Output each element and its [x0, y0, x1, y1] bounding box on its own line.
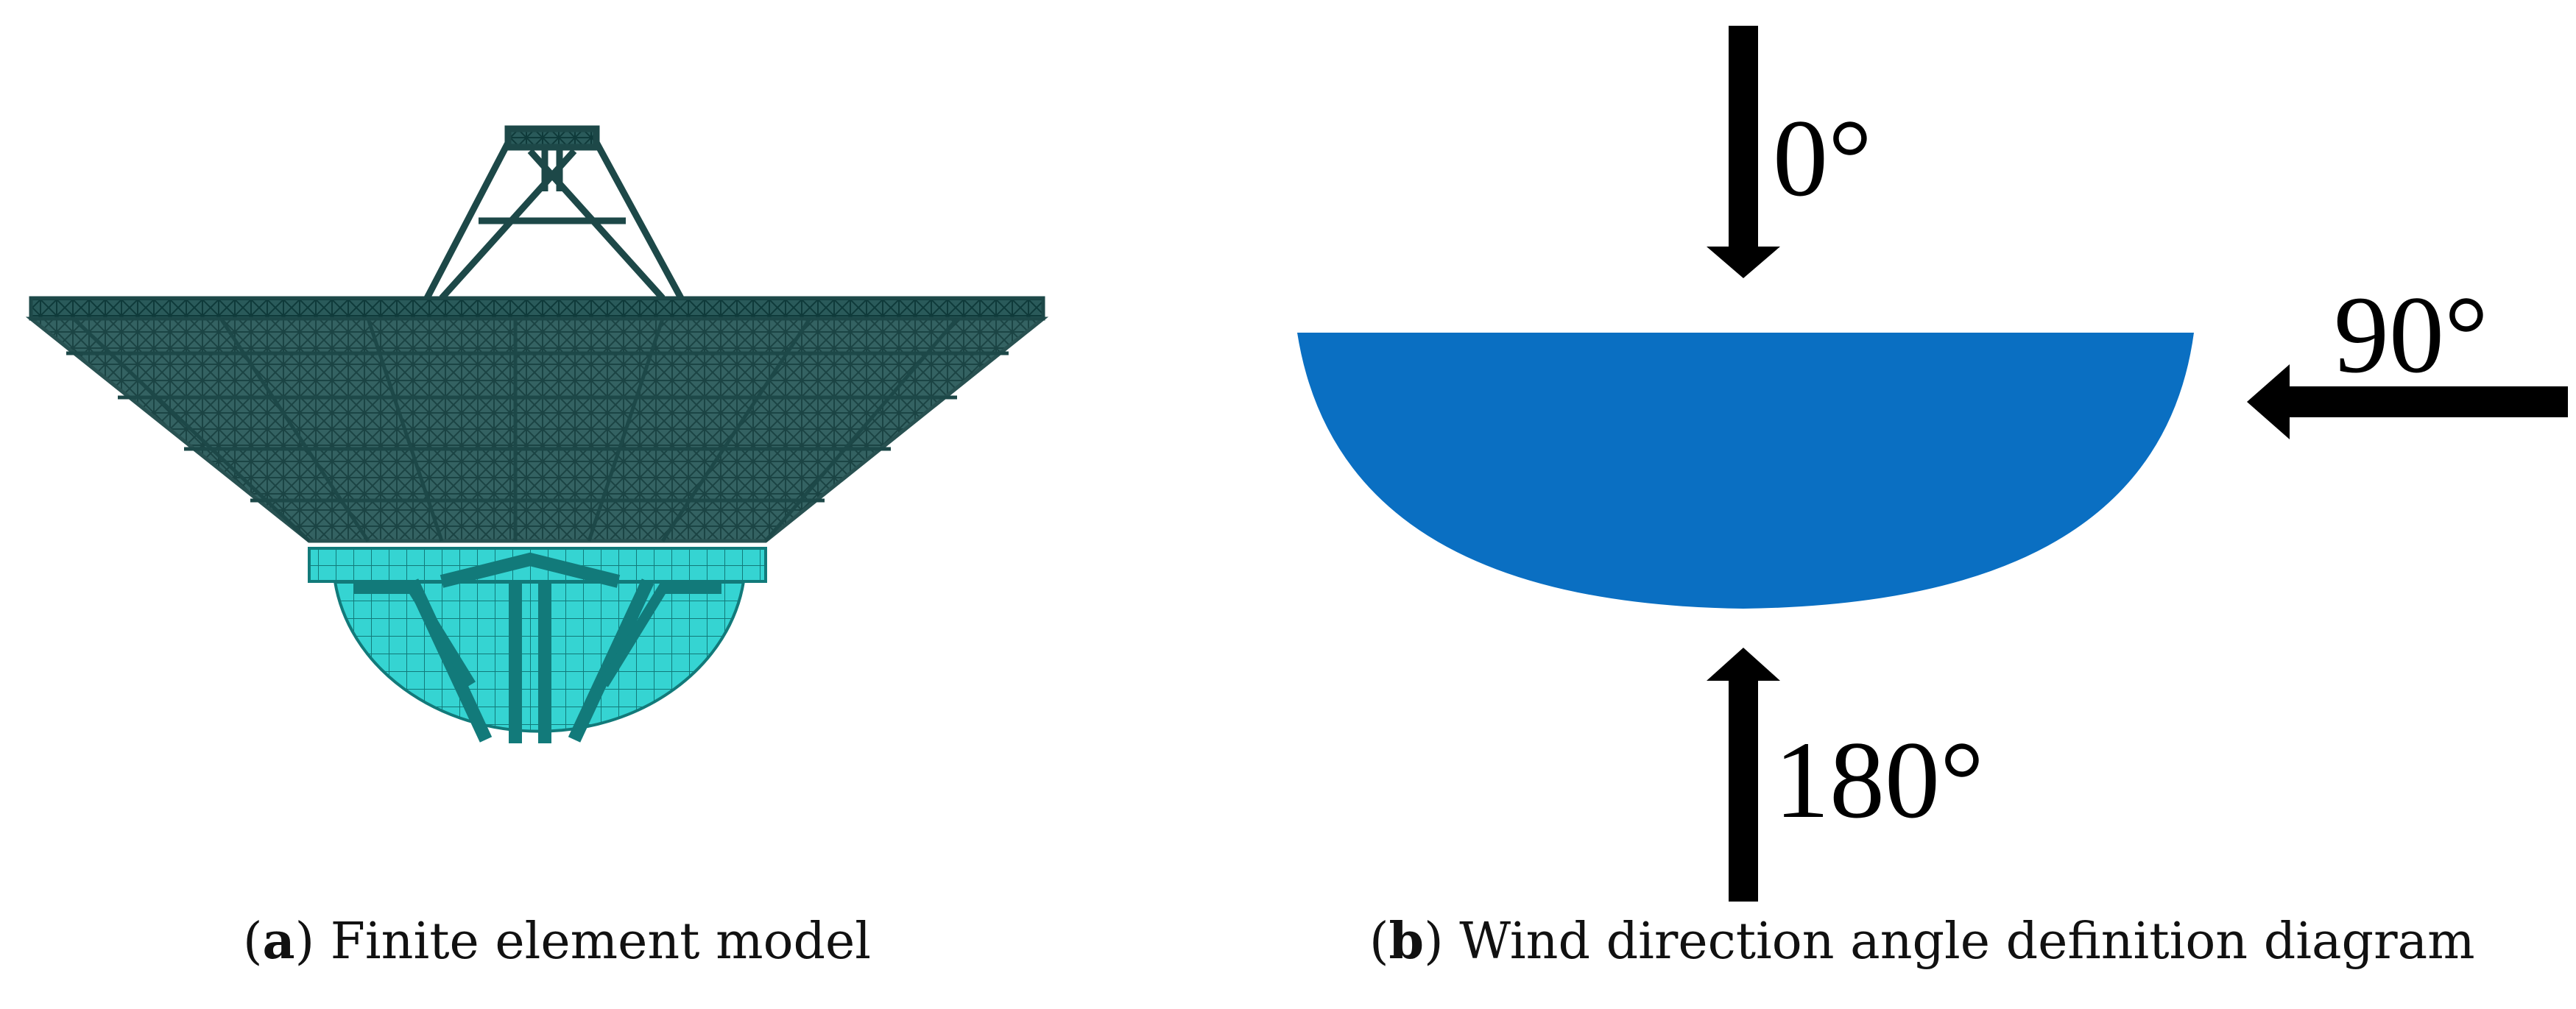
dish-cross-section [1297, 333, 2194, 609]
angle-label-180: 180° [1774, 719, 1984, 841]
panel-b-wind-direction-diagram: 0° 90° 180° (b) Wind direction angle def… [1288, 0, 2576, 1009]
panel-a-finite-element-model: (a) Finite element model [25, 125, 1049, 971]
caption-b-text: Wind direction angle definition diagram [1459, 913, 2475, 971]
angle-label-0: 0° [1773, 97, 1872, 219]
caption-b-letter: b [1388, 912, 1425, 971]
caption-b: (b) Wind direction angle definition diag… [1369, 912, 2475, 971]
feed-support-structure [424, 125, 684, 301]
reflector-truss [25, 296, 1049, 543]
antenna-mount [308, 547, 767, 743]
arrow-180-deg [1707, 648, 1780, 902]
angle-label-90: 90° [2334, 274, 2488, 396]
arrow-90-deg [2247, 364, 2568, 439]
wind-direction-diagram [1297, 26, 2568, 902]
caption-a-letter: a [262, 912, 295, 971]
caption-a-text: Finite element model [330, 913, 872, 971]
caption-a: (a) Finite element model [243, 912, 872, 971]
arrow-0-deg [1707, 26, 1780, 278]
finite-element-model-drawing [25, 125, 1049, 743]
